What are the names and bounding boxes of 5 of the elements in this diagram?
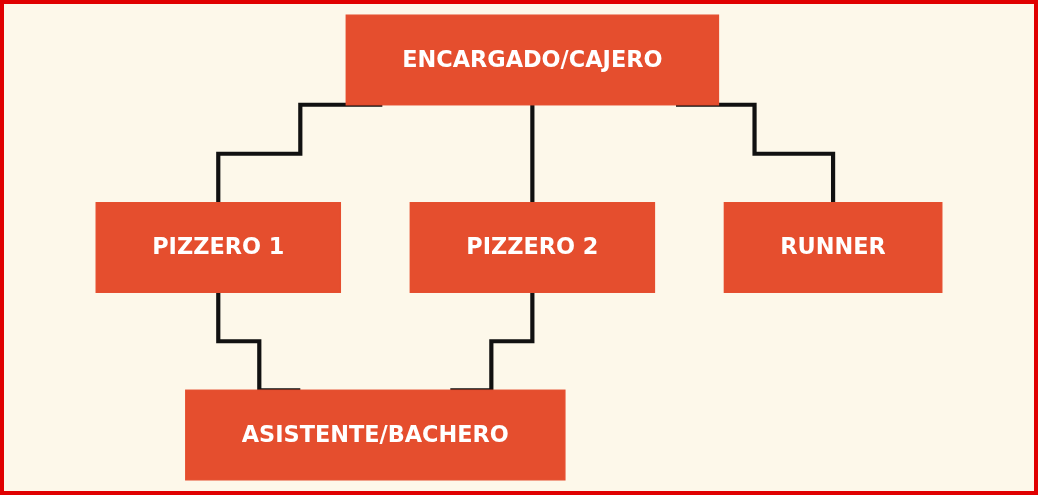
node-box: RUNNER [723,202,943,293]
node-box: ASISTENTE/BACHERO [185,389,566,481]
node-box: ENCARGADO/CAJERO [345,14,720,106]
node-box: PIZZERO 2 [409,202,656,293]
node-box: PIZZERO 1 [95,202,342,293]
